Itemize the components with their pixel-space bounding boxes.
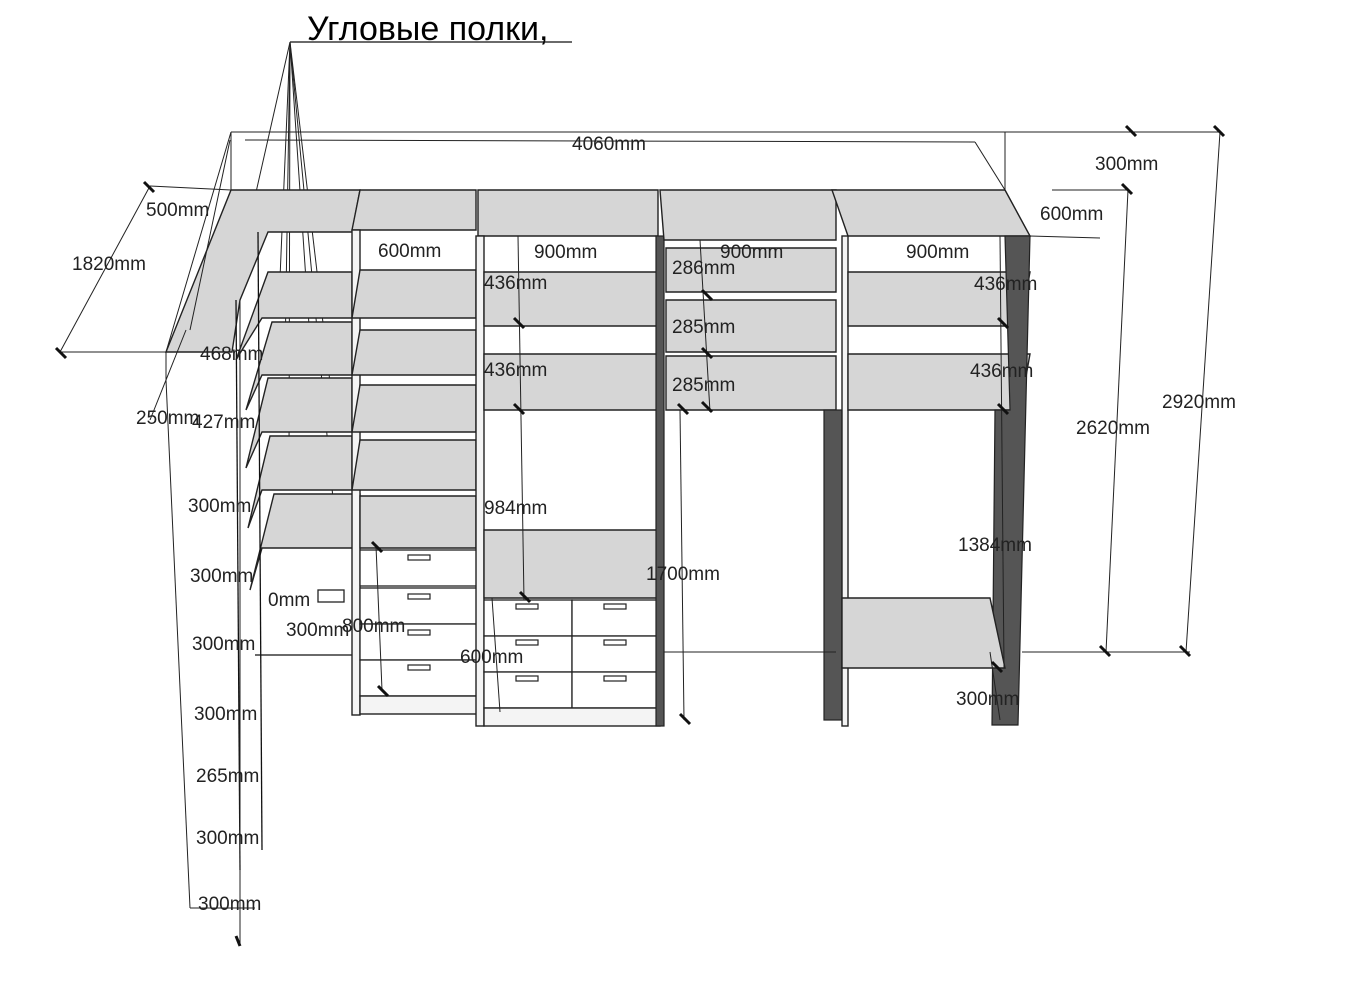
drawer [359,659,479,697]
dim-corner-depth: 500mm [146,200,209,221]
dim-corner-250: 250mm [136,408,199,429]
dim-col3-shelf2: 285mm [672,317,735,338]
dimension-lines [54,124,1226,947]
dim-overall-width: 4060mm [572,134,646,155]
dim-col4-hang: 1384mm [958,535,1032,556]
dim-corner-300e: 300mm [196,828,259,849]
dim-col3-shelf3: 285mm [672,375,735,396]
column-2 [475,189,665,727]
dim-corner-300g: 300mm [286,620,349,641]
dim-drawers-800: 800mm [342,616,405,637]
column-3 [659,189,849,727]
dim-col3-shelf1: 286mm [672,258,735,279]
dim-col1-width: 600mm [378,241,441,262]
dim-right-depth: 600mm [1040,204,1103,225]
dim-inner-height: 2620mm [1076,418,1150,439]
dim-corner-300d: 300mm [194,704,257,725]
dim-col2-gap: 984mm [484,498,547,519]
dim-col4-shelf1: 436mm [974,274,1037,295]
dim-drawers-600: 600mm [460,647,523,668]
dim-corner-0: 0mm [268,590,310,611]
column-1 [351,189,479,716]
column-4 [831,189,1110,726]
dimension-labels: 4060mm 300mm 600mm 500mm 1820mm 600mm 90… [72,134,1236,915]
dim-col2-shelf2: 436mm [484,360,547,381]
dim-corner-468: 468mm [200,344,263,365]
dim-top-depth: 300mm [1095,154,1158,175]
outer-frame [165,131,1006,909]
dim-total-height: 2920mm [1162,392,1236,413]
dim-col4-bottom: 300mm [956,689,1019,710]
dim-col4-width: 900mm [906,242,969,263]
dim-corner-265: 265mm [196,766,259,787]
dim-corner-300a: 300mm [188,496,251,517]
dim-col3-width: 900mm [720,242,783,263]
dim-col3-hang: 1700mm [646,564,720,585]
dim-corner-300b: 300mm [190,566,253,587]
dim-corner-427: 427mm [192,412,255,433]
corner-shelves [164,189,361,871]
small-block-icon [317,589,345,603]
dim-corner-length: 1820mm [72,254,146,275]
dim-col2-width: 900mm [534,242,597,263]
dim-col4-shelf2: 436mm [970,361,1033,382]
dim-col2-shelf1: 436mm [484,273,547,294]
dim-corner-300f: 300mm [198,894,261,915]
dim-corner-300c: 300mm [192,634,255,655]
